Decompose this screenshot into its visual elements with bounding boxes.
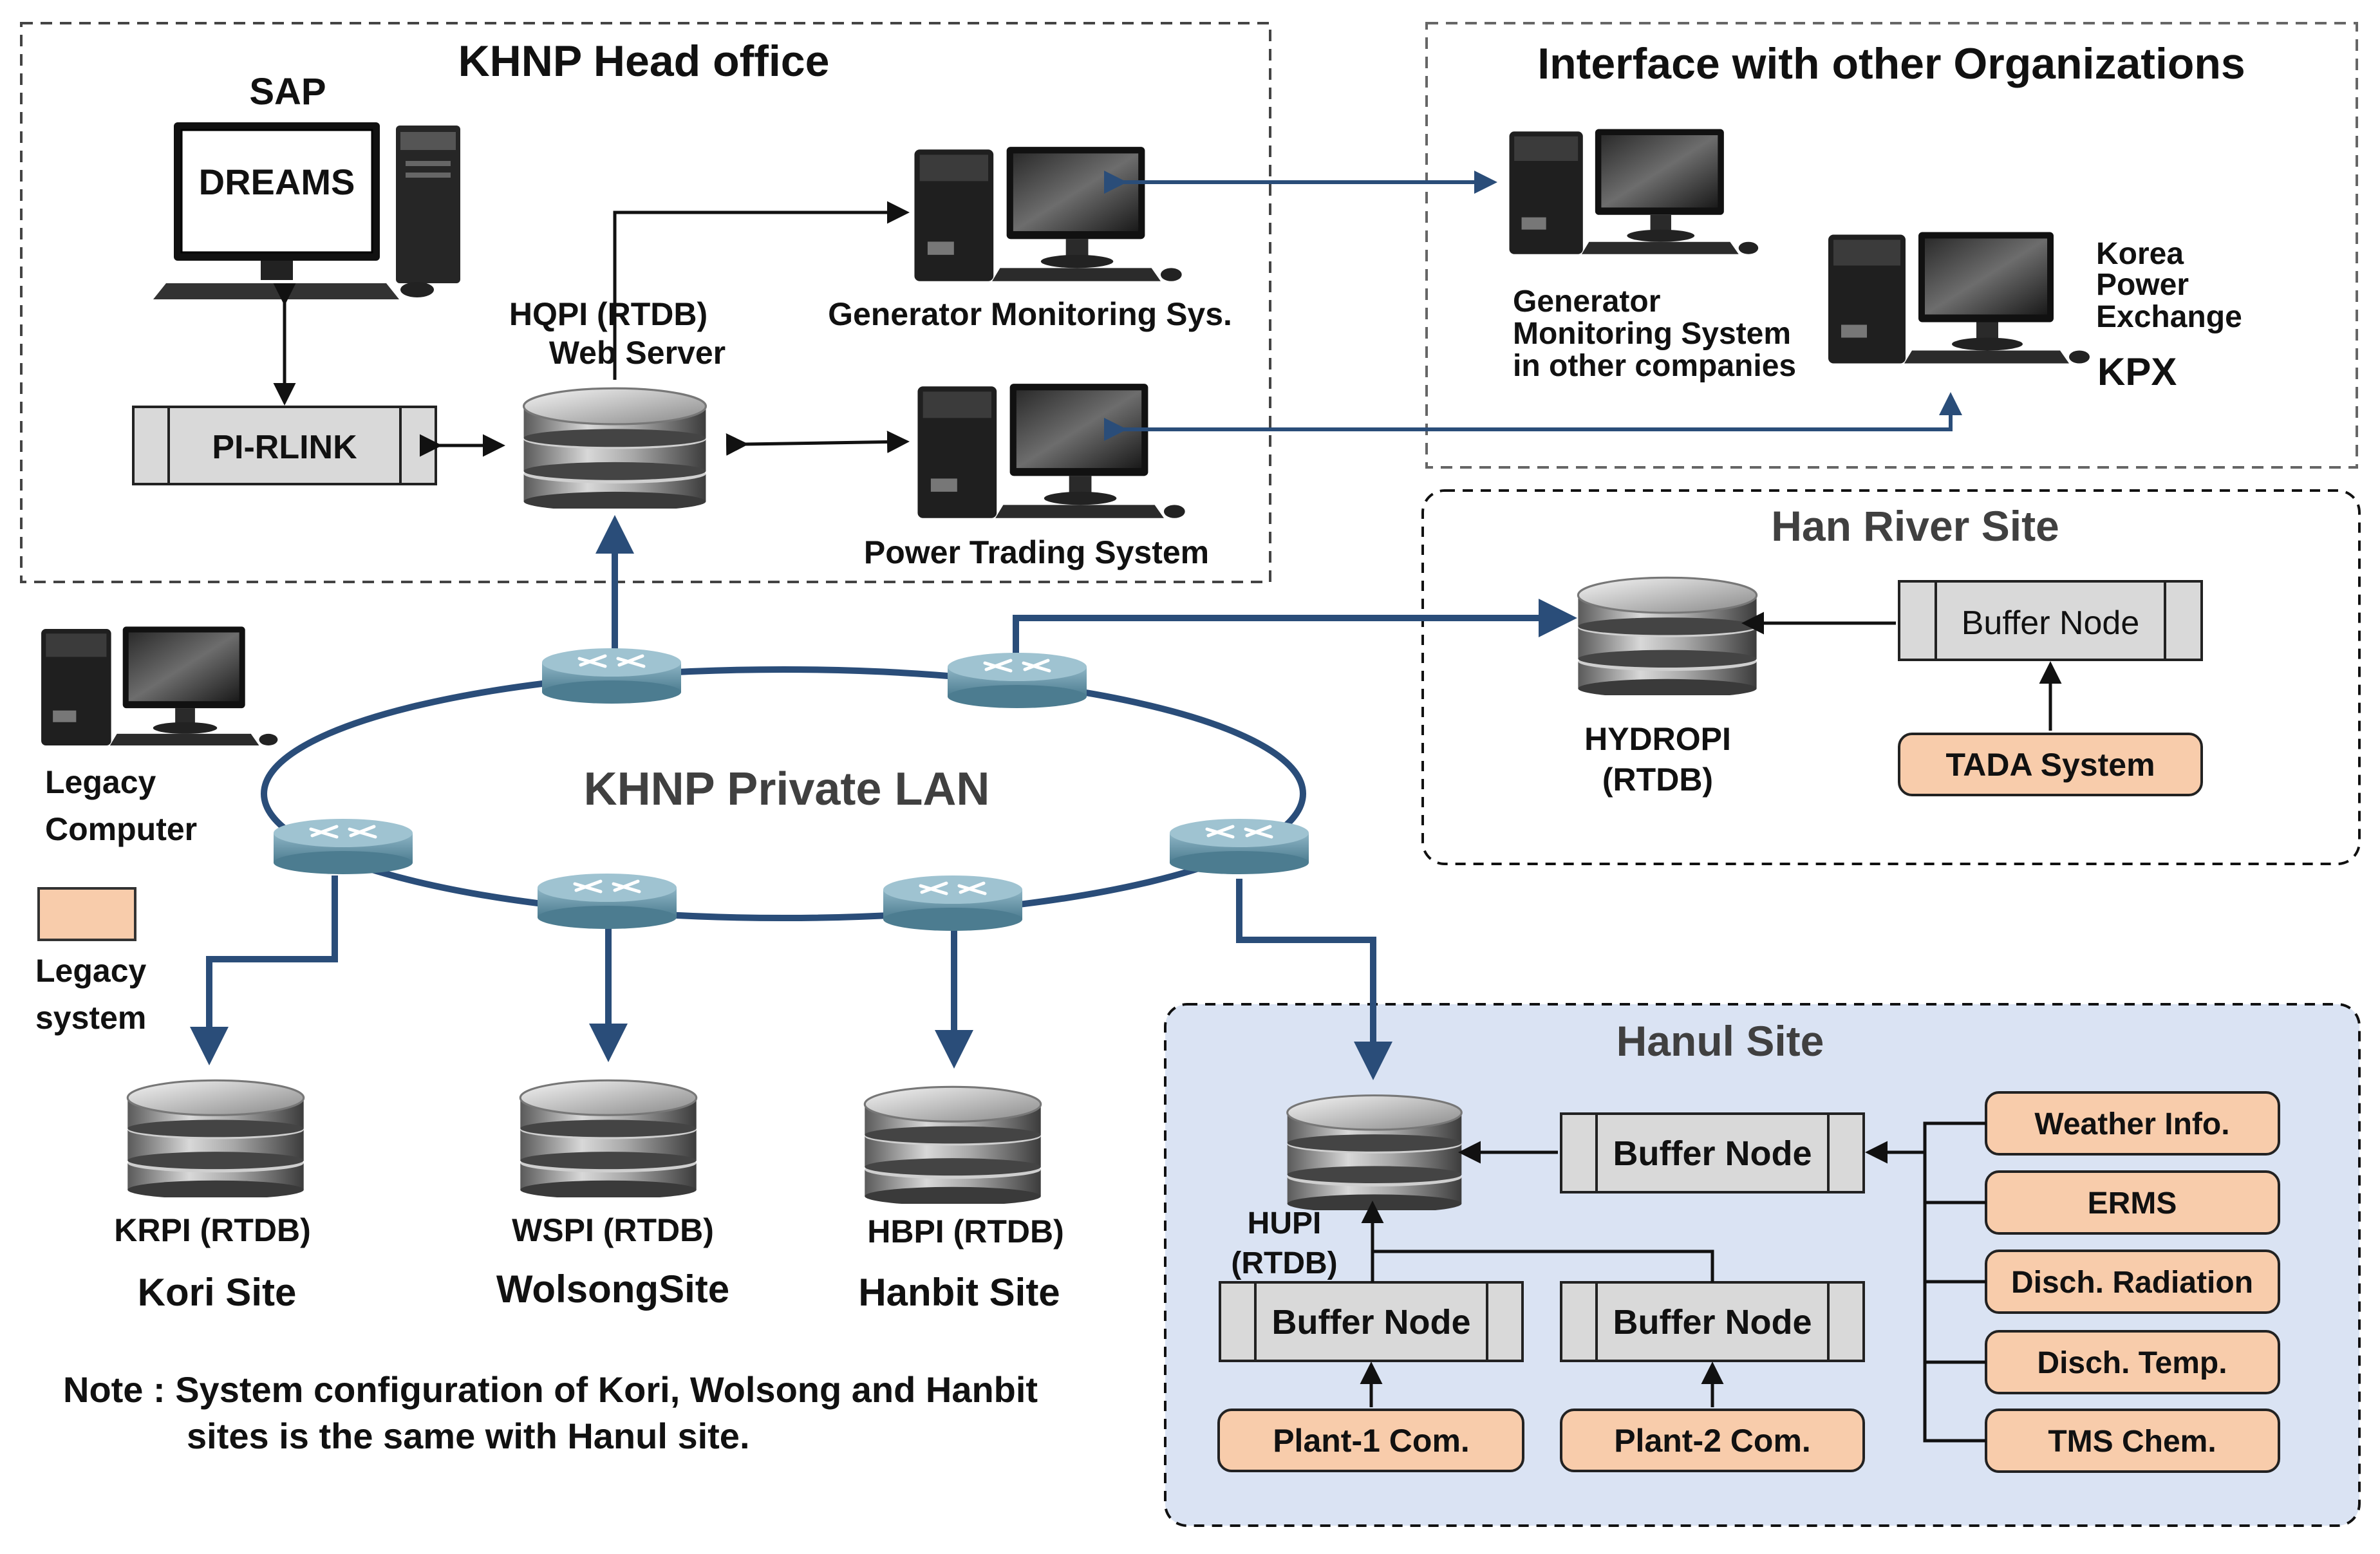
kori-site-label: Kori Site [138,1271,297,1314]
hanul-buffer-right-box [1560,1281,1865,1362]
hqpi-database-icon [522,387,707,509]
legacy-system-1: Legacy [35,953,147,989]
gen-other-2: Monitoring System [1513,317,1791,351]
tada-system-box [1898,733,2203,796]
interface-title: Interface with other Organizations [1537,39,2245,88]
hqpi-label-1: HQPI (RTDB) [509,296,707,332]
hydropi-label-2: (RTDB) [1602,762,1713,798]
source-label-1: ERMS [2088,1186,2177,1221]
power-trading-label: Power Trading System [864,534,1209,570]
other-company-computer-icon [1509,129,1759,254]
hanul-title: Hanul Site [1616,1017,1824,1065]
hupi-database-icon [1286,1094,1463,1210]
dreams-label: DREAMS [199,162,355,202]
head-office-links [273,201,910,457]
head-office-region [20,22,1271,583]
legacy-system-swatch [37,887,136,941]
plant1-box [1217,1409,1524,1472]
hqpi-label-2: Web Server [549,335,726,371]
note-line-1: Note : System configuration of Kori, Wol… [63,1369,1038,1410]
gen-other-3: in other companies [1513,349,1796,383]
han-buffer-node-box [1898,580,2203,661]
generator-monitoring-computer-icon [914,147,1182,281]
legacy-computer-2: Computer [45,811,197,847]
kpx-4: KPX [2097,350,2177,393]
router-left [274,819,413,874]
pi-rlink-label: PI-RLINK [212,429,357,466]
legacy-system-2: system [35,1000,146,1036]
hydropi-label-1: HYDROPI [1584,721,1731,757]
hanul-links [1360,1121,1986,1443]
router-hq [542,648,681,704]
hbpi-database-icon [863,1085,1042,1204]
hanbit-site-label: Hanbit Site [858,1271,1060,1314]
source-label-3: Disch. Temp. [2037,1346,2227,1380]
hanul-buffer-top-label: Buffer Node [1613,1134,1812,1173]
head-office-title: KHNP Head office [458,37,830,86]
han-buffer-node-label: Buffer Node [1962,604,2140,642]
source-label-2: Disch. Radiation [2011,1266,2253,1300]
router-right [1170,819,1309,874]
generator-monitoring-label: Generator Monitoring Sys. [828,296,1232,332]
lan-label: KHNP Private LAN [584,763,990,815]
sap-computer-icon [153,122,460,299]
interface-region [1425,22,2358,469]
krpi-label: KRPI (RTDB) [114,1212,311,1248]
hydropi-database-icon [1577,576,1758,695]
network-links [190,515,1577,1080]
hanul-buffer-left-box [1219,1281,1524,1362]
source-label-0: Weather Info. [2034,1107,2229,1141]
han-river-links [1741,612,2062,731]
lan-ring [261,666,1306,921]
kpx-computer-icon [1828,232,2090,364]
interface-links [1104,171,1962,441]
han-river-title: Han River Site [1771,502,2059,550]
kpx-1: Korea [2096,237,2184,271]
hanul-buffer-right-label: Buffer Node [1613,1303,1812,1342]
wspi-label: WSPI (RTDB) [512,1212,714,1248]
router-han [948,653,1087,708]
power-trading-computer-icon [917,384,1185,518]
plant1-label: Plant-1 Com. [1273,1423,1470,1459]
router-wolsong [538,874,677,929]
hanul-buffer-top-box [1560,1112,1865,1194]
han-river-region [1421,489,2361,865]
hanul-buffer-left-label: Buffer Node [1272,1303,1471,1342]
plant2-box [1560,1409,1865,1472]
hbpi-label: HBPI (RTDB) [867,1213,1064,1250]
wspi-database-icon [519,1079,698,1197]
plant2-label: Plant-2 Com. [1614,1423,1811,1459]
kpx-2: Power [2096,268,2189,302]
hupi-label-2: (RTDB) [1231,1246,1337,1280]
wolsong-site-label: WolsongSite [496,1268,729,1311]
kpx-3: Exchange [2096,300,2242,334]
hupi-label-1: HUPI [1248,1206,1322,1240]
krpi-database-icon [126,1079,305,1197]
sap-label: SAP [249,71,326,113]
gen-other-1: Generator [1513,285,1660,319]
tada-system-label: TADA System [1945,747,2155,783]
note-line-2: sites is the same with Hanul site. [187,1416,750,1456]
source-label-4: TMS Chem. [2048,1425,2216,1459]
legacy-computer-1: Legacy [45,764,156,800]
legacy-computer-icon [41,626,278,745]
router-hanbit [883,875,1022,931]
